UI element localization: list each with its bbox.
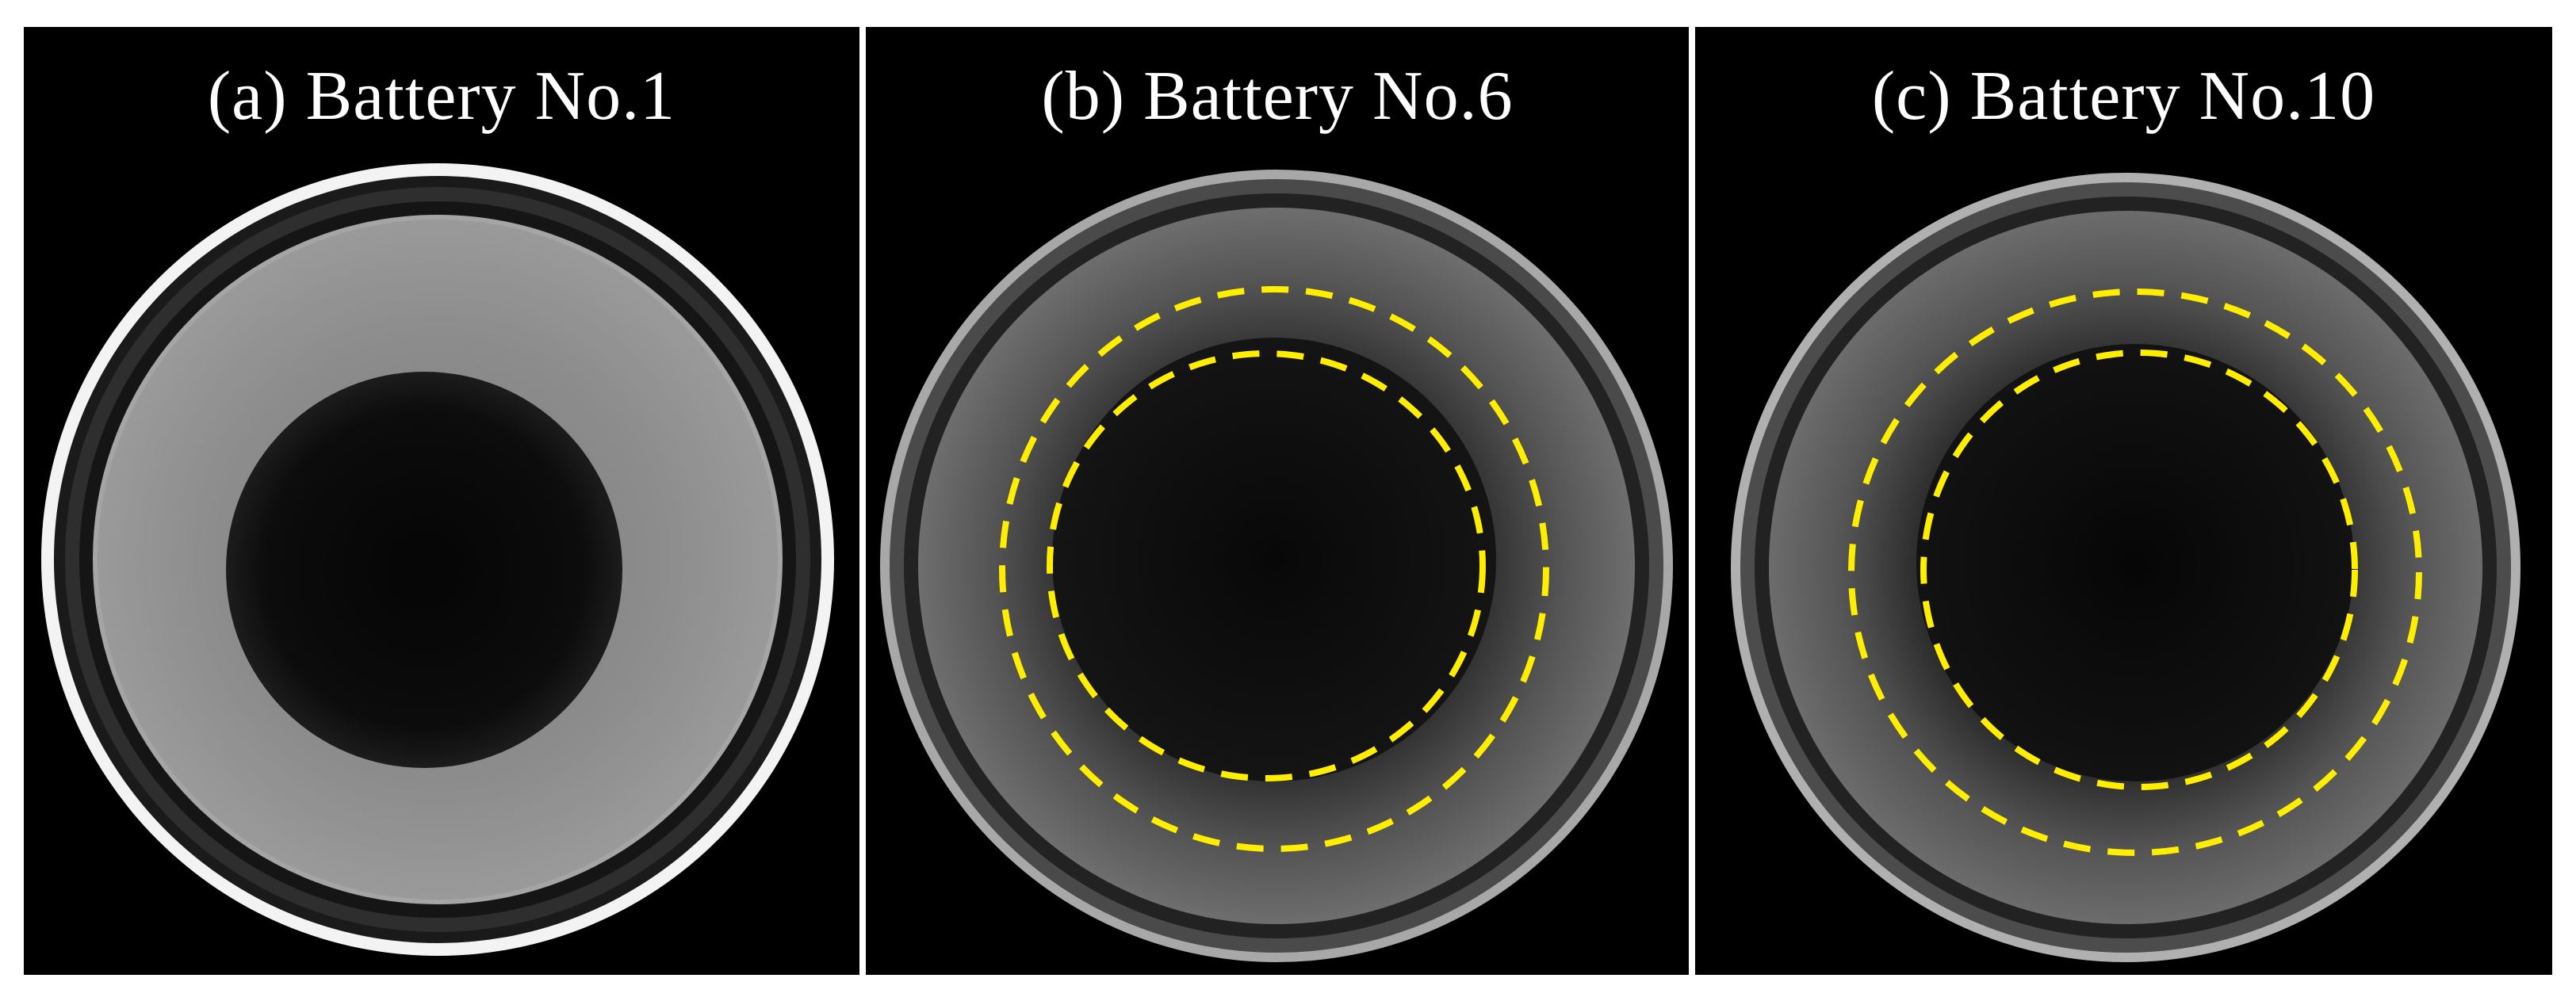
ct-cross-section-b (880, 170, 1673, 962)
dark-core (226, 372, 622, 768)
dashed-outline-outer (999, 286, 1549, 852)
ct-cross-section-c (1731, 173, 2520, 962)
panel-a-battery-1: (a) Battery No.1 (24, 27, 859, 975)
dashed-outline-inner (1047, 350, 1486, 781)
panel-label-b: (b) Battery No.6 (1041, 58, 1514, 135)
ct-cross-section-a (41, 163, 834, 956)
dark-core (1916, 344, 2354, 781)
panel-b-battery-6: (b) Battery No.6 (866, 27, 1689, 975)
panel-label-c: (c) Battery No.10 (1871, 58, 2376, 135)
dashed-outline-inner (1920, 350, 2358, 790)
dark-core (1052, 338, 1496, 781)
dashed-outline-outer (1848, 288, 2422, 856)
panel-label-a: (a) Battery No.1 (207, 58, 676, 135)
panel-c-battery-10: (c) Battery No.10 (1695, 27, 2552, 975)
